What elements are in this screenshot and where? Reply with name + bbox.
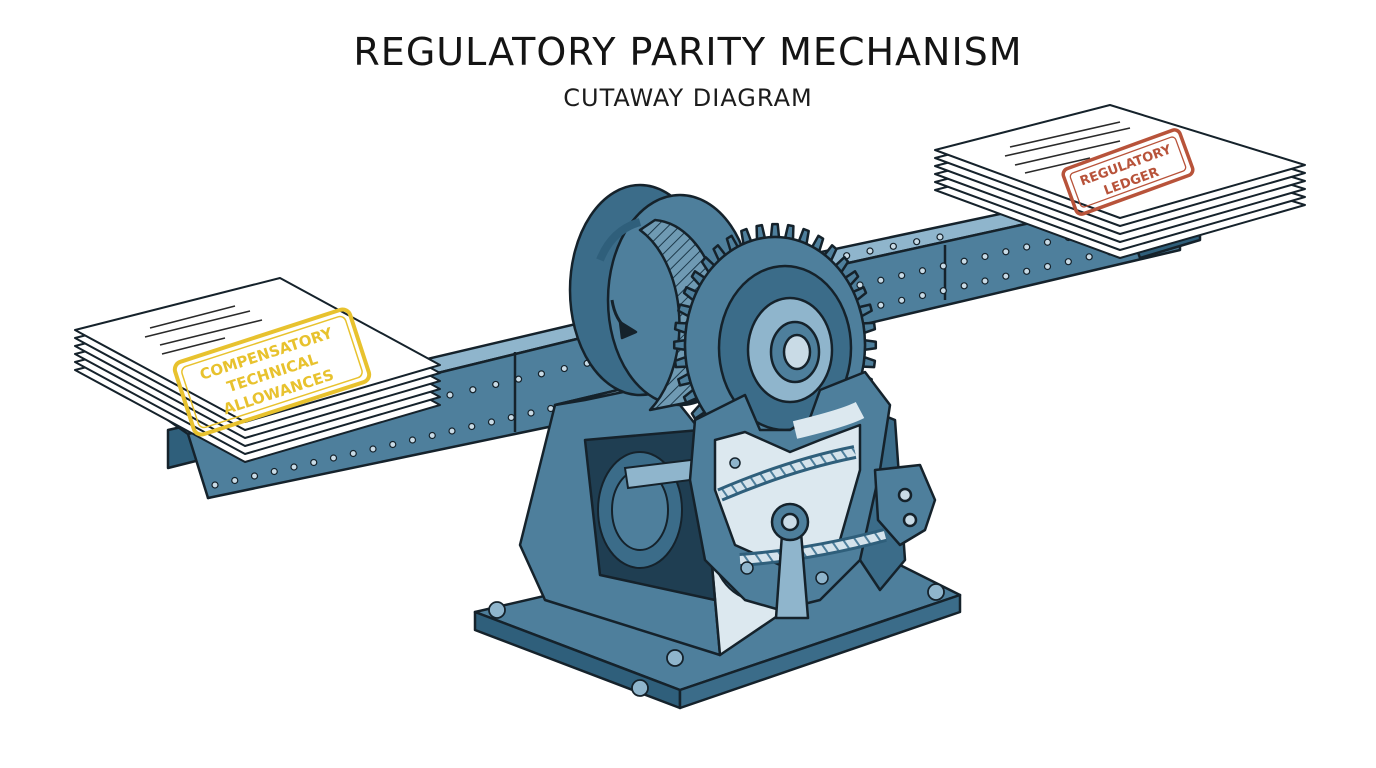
rivet [1043,238,1052,246]
rivet [428,431,436,440]
rivet [1043,262,1052,271]
rivet [537,370,546,378]
front-frame [688,370,892,620]
rivet [310,458,318,467]
rivet [468,422,476,431]
rivet [507,413,515,422]
rivet [889,242,897,250]
rivet [898,271,906,280]
rivet [1002,248,1010,256]
rivet [898,296,906,304]
housing-bolts [729,457,829,585]
rivet [960,282,968,290]
rivet [492,380,500,389]
gear-tooth [672,339,687,351]
rivet [1085,253,1093,261]
rivet [329,454,338,462]
rivet [514,375,523,383]
rivet [527,409,535,417]
rivet [1064,258,1072,266]
rivet [250,472,259,480]
rivet [448,427,456,435]
rivet [866,247,874,255]
rivet [349,449,357,458]
gear-tooth [769,222,781,239]
rivet [960,257,968,265]
rivet [877,276,885,284]
rivet [446,391,454,399]
rivet [270,467,278,476]
rivet [231,476,239,485]
diagram-title: REGULATORY PARITY MECHANISM [353,30,1023,74]
rivet [290,463,298,471]
rivet [560,364,568,373]
right-stamp-frame [1061,128,1195,216]
rivet [469,386,477,394]
rivet [1023,243,1031,251]
rivet [1023,267,1031,275]
rivet [918,267,927,275]
rivet [369,445,377,453]
rivet [877,301,885,309]
left-stamp-frame [172,307,372,437]
rivet [211,481,219,489]
rivet [939,262,947,270]
rivet [913,238,921,246]
right-document-stack [934,104,1306,259]
rivet [981,277,989,285]
rivet [918,291,927,300]
side-clamp [873,463,937,547]
rivet [1002,272,1010,280]
rivet [936,233,944,241]
rivet [939,287,947,295]
rivet [389,440,397,449]
gear-tooth [863,339,878,351]
diagram-subtitle: CUTAWAY DIAGRAM [563,84,813,112]
rivet [408,436,417,444]
rivet [981,252,989,261]
rivet [487,418,496,426]
